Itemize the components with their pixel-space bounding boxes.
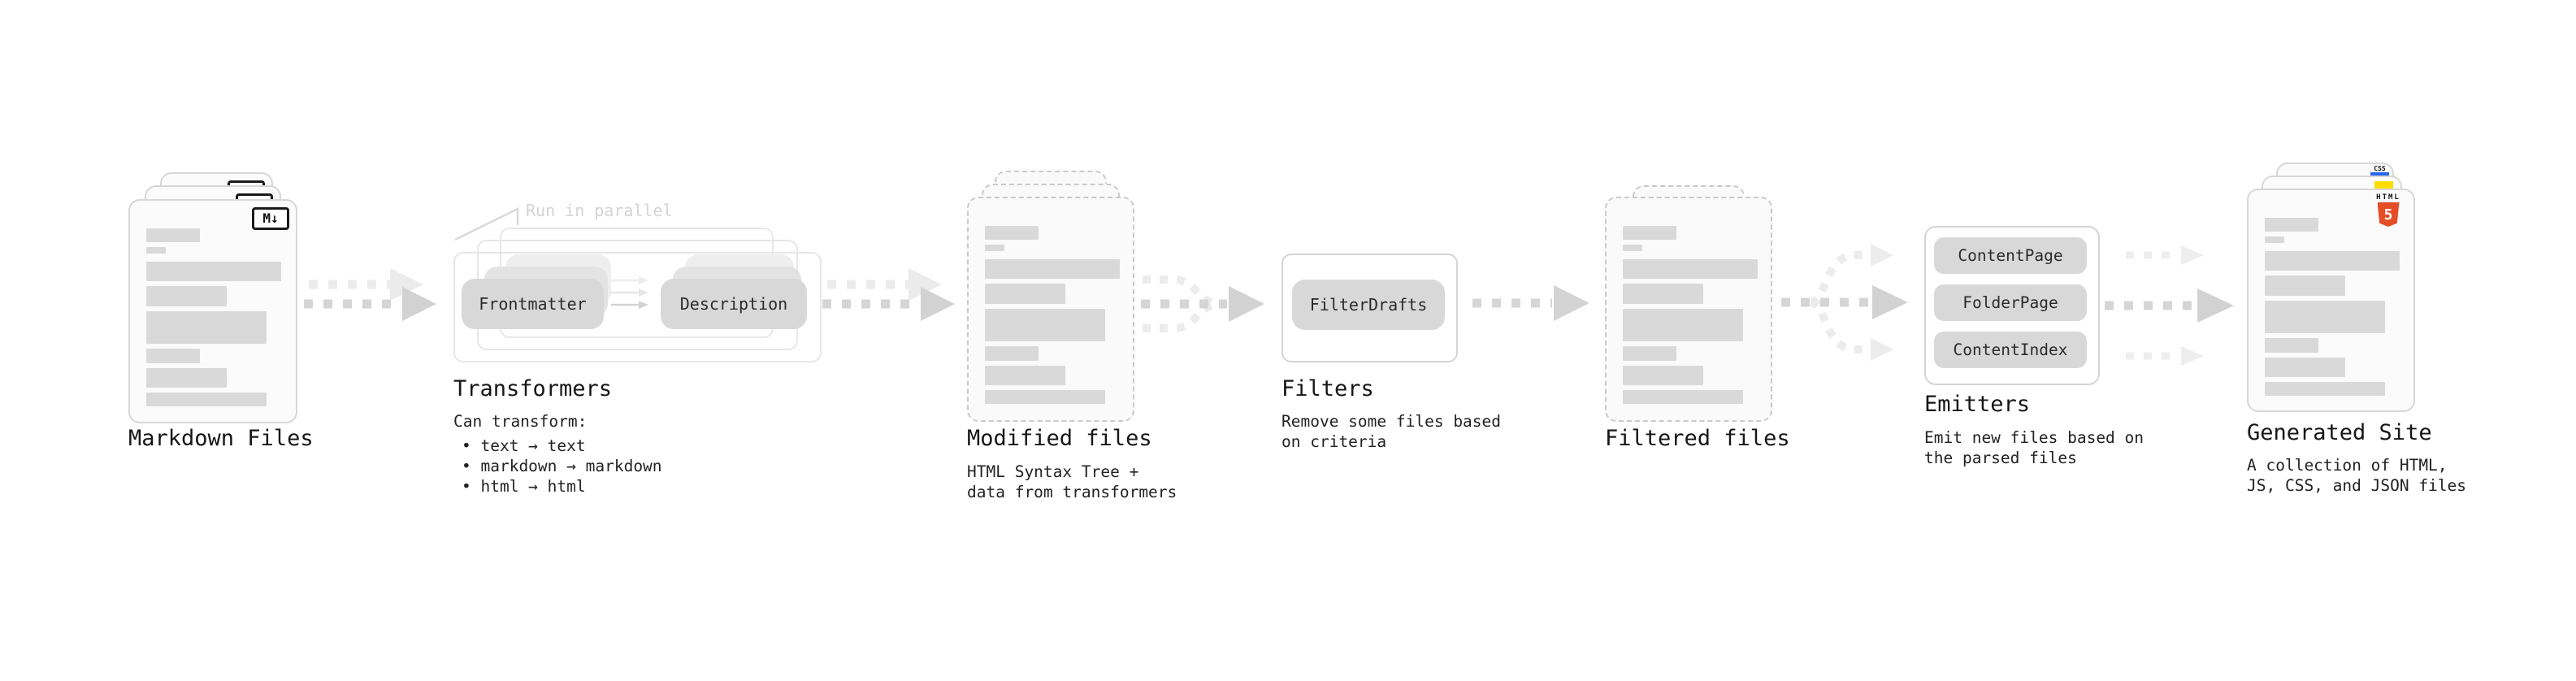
js-file-icon [2374,181,2393,190]
generated-file-card-front: HTML 5 [2247,189,2415,412]
flow-arrow-markdown-to-transformers-icon [304,268,436,321]
stage-label-transformers: Transformers [453,376,613,401]
stage-label-markdown-files: Markdown Files [128,426,314,451]
filter-pill-filterdrafts: FilterDrafts [1292,280,1445,330]
transformer-pill-frontmatter: Frontmatter [462,279,604,329]
bullet-item: • text → text [462,436,586,455]
stage-label-emitters: Emitters [1924,392,2031,417]
bullet-item: • html → html [462,477,586,496]
modified-file-card-front [967,197,1134,422]
emitter-pill-contentpage: ContentPage [1934,237,2087,274]
stage-label-filtered-files: Filtered files [1605,426,1790,451]
markdown-icon: M↓ [252,207,289,230]
text-placeholder-lines [2249,190,2413,410]
css-file-icon: CSS [2370,166,2389,176]
text-placeholder-lines [1607,198,1771,420]
html5-icon: HTML 5 [2370,193,2407,227]
css-label: CSS [2374,165,2386,172]
html5-wordmark: HTML [2376,193,2400,202]
emitter-pill-contentindex: ContentIndex [1934,332,2087,368]
flow-arrow-fork-to-emitters-icon [1781,244,1908,361]
stage-caption-transformers: Can transform: [453,412,588,431]
run-in-parallel-annotation: Run in parallel [526,201,673,220]
html5-number: 5 [2383,206,2393,223]
stage-label-filters: Filters [1281,376,1374,401]
markdown-file-card-front: M↓ [128,199,297,423]
flow-arrow-merge-to-filters-icon [1141,275,1264,332]
text-placeholder-lines [969,198,1133,420]
annotation-connector-line [454,206,519,241]
stage-caption-emitters: Emit new files based on the parsed files [1924,428,2144,467]
stage-label-modified-files: Modified files [967,426,1152,451]
flow-arrow-filters-to-filtered-icon [1472,285,1589,321]
stage-caption-generated-site: A collection of HTML, JS, CSS, and JSON … [2247,456,2467,495]
emitter-pill-folderpage: FolderPage [1934,284,2087,321]
filtered-file-card-front [1605,197,1772,422]
parallel-arrows-icon [611,276,648,309]
transformer-pill-description: Description [661,279,807,329]
transformers-bullet-list: • text → text • markdown → markdown • ht… [453,436,662,497]
text-placeholder-lines [130,201,296,422]
transformer-box-front [453,252,822,362]
stage-caption-modified-files: HTML Syntax Tree + data from transformer… [967,462,1177,501]
stage-caption-filters: Remove some files based on criteria [1281,412,1502,451]
bullet-item: • markdown → markdown [462,457,662,475]
flow-arrow-transformers-to-modified-icon [822,268,955,321]
flow-arrows-emitters-to-site-icon [2105,245,2234,366]
stage-label-generated-site: Generated Site [2247,420,2432,445]
